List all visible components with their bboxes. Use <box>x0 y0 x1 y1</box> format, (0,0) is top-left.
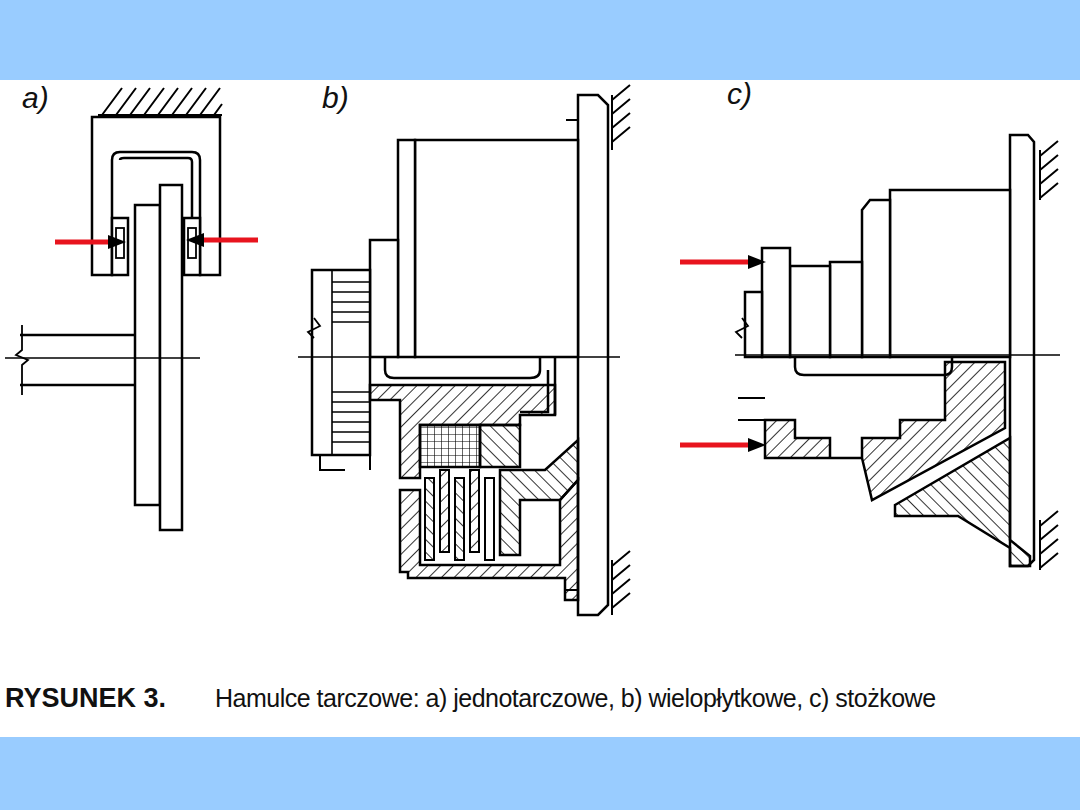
flange <box>1010 135 1034 566</box>
cone-part <box>790 266 830 357</box>
housing <box>890 190 1010 357</box>
plate-lines <box>332 270 370 455</box>
hub-step <box>370 240 398 357</box>
hub-section <box>370 385 555 478</box>
figure-label: c) <box>727 76 752 112</box>
ground-hatch <box>1039 520 1041 570</box>
figure-label: b) <box>322 80 349 116</box>
bottom-band <box>0 737 1080 810</box>
plate-pack <box>480 425 520 467</box>
force-arrow <box>108 235 126 249</box>
brake-pad <box>184 218 200 275</box>
friction-plates <box>485 478 494 560</box>
ground-hatch <box>98 88 222 115</box>
break-line <box>16 325 28 395</box>
force-arrow <box>200 238 258 243</box>
break-line <box>736 318 748 338</box>
force-arrow <box>680 260 752 265</box>
center-line <box>735 354 1060 356</box>
force-arrow <box>186 233 204 247</box>
friction-plates <box>425 470 494 560</box>
ground-hatch <box>102 88 222 115</box>
cone-brake <box>735 135 1060 570</box>
pressure-ring <box>762 248 790 357</box>
ground-hatch <box>1040 511 1058 568</box>
plate-stack <box>312 270 370 455</box>
force-arrow <box>680 255 766 452</box>
ground-hatch <box>612 85 630 615</box>
cup <box>385 358 540 378</box>
single-disc-brake <box>5 88 222 530</box>
hub <box>135 205 160 505</box>
break-line <box>308 318 320 338</box>
ground-hatch <box>1039 150 1041 200</box>
ground-hatch <box>612 85 630 142</box>
shaft <box>20 335 135 385</box>
friction-plates <box>440 470 449 552</box>
figure-number: RYSUNEK 3. <box>5 682 166 714</box>
force-arrow <box>55 233 258 249</box>
hub-inner <box>520 358 555 415</box>
plate-pack <box>420 425 480 467</box>
center-line <box>298 356 620 358</box>
force-arrow <box>748 255 766 269</box>
bore <box>738 398 765 420</box>
cup <box>795 357 952 375</box>
force-arrow <box>55 240 112 245</box>
multi-plate-brake <box>298 85 630 615</box>
cone-seat <box>895 438 1030 566</box>
center-line <box>5 357 200 359</box>
housing-web <box>500 440 578 555</box>
friction-plates <box>470 470 479 552</box>
force-arrow <box>680 443 752 448</box>
force-arrow <box>748 438 766 452</box>
ground-hatch <box>1040 141 1058 198</box>
flange <box>578 95 608 615</box>
housing <box>415 140 578 357</box>
friction-plates <box>455 478 464 560</box>
housing-ring <box>398 140 415 357</box>
shaft-step <box>320 455 370 470</box>
housing-step <box>862 200 890 357</box>
friction-plates <box>425 478 434 560</box>
figure-caption: Hamulce tarczowe: a) jednotarczowe, b) w… <box>215 683 936 713</box>
cone-part <box>830 262 862 357</box>
ground-hatch <box>612 551 630 608</box>
figure-label: a) <box>22 80 49 116</box>
top-band <box>0 0 1080 80</box>
